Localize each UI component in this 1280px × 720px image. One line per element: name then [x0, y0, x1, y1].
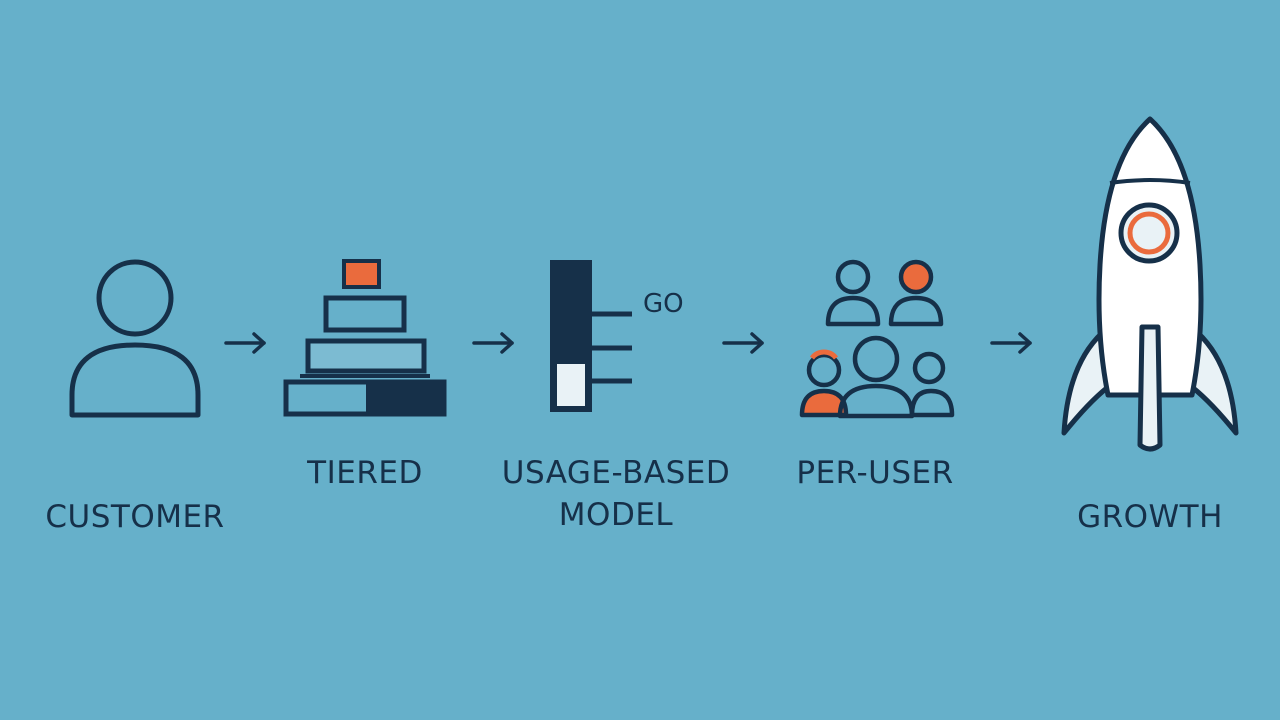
arrow-right-icon — [722, 332, 764, 354]
rocket-icon — [1061, 116, 1239, 452]
user-group-icon — [799, 259, 955, 419]
arrow-right-icon — [224, 332, 266, 354]
step-label-usage-based-model: USAGE-BASED MODEL — [490, 452, 742, 536]
step-label-growth: GROWTH — [1077, 499, 1223, 535]
step-label-line2: MODEL — [558, 497, 674, 533]
meter-text: GO — [643, 289, 684, 319]
step-label-tiered: TIERED — [307, 455, 423, 491]
usage-meter-icon — [550, 260, 632, 412]
arrow-right-icon — [472, 332, 514, 354]
step-label-line1: USAGE-BASED — [501, 455, 731, 491]
person-icon — [69, 259, 201, 418]
step-label-customer: CUSTOMER — [45, 499, 225, 535]
arrow-right-icon — [990, 332, 1032, 354]
tiered-stack-icon — [283, 259, 447, 417]
step-label-per-user: PER-USER — [796, 455, 954, 491]
